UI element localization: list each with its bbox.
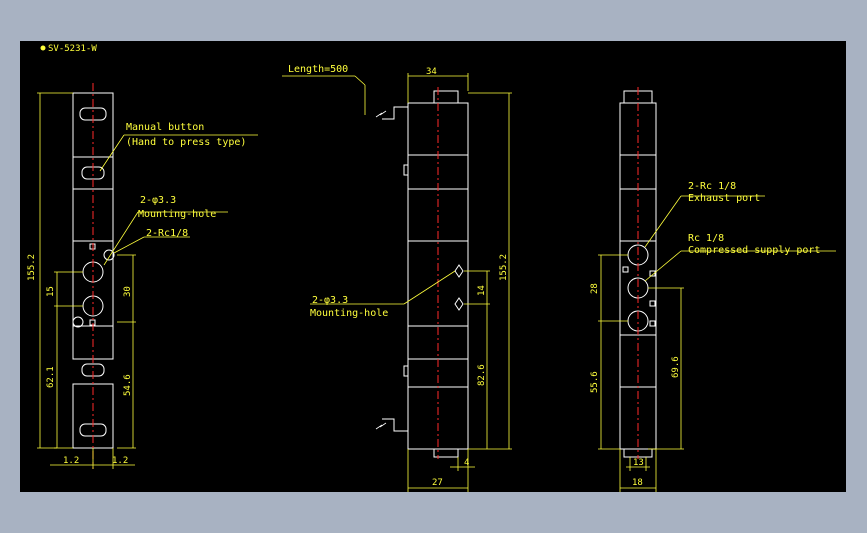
dim-82-6: 82.6 — [477, 364, 487, 386]
length-label: Length=500 — [288, 64, 348, 75]
exhaust-qty: 2-Rc 1/8 — [688, 181, 736, 192]
dim-34: 34 — [426, 67, 437, 77]
dim-15: 15 — [46, 286, 56, 297]
dim-27: 27 — [432, 478, 443, 488]
dim-55-6: 55.6 — [590, 371, 600, 393]
dim-28: 28 — [590, 283, 600, 294]
front-dims — [37, 92, 258, 469]
front-mount-hole-lower — [72, 316, 84, 328]
front-mount-hole-upper — [103, 249, 115, 261]
drawing-title: SV-5231-W — [48, 44, 97, 54]
side-holes-qty: 2-φ3.3 — [312, 295, 348, 306]
dim-18: 18 — [632, 478, 643, 488]
dim-1-2-left: 1.2 — [63, 456, 79, 466]
side-cable-bottom — [382, 418, 408, 432]
side-holes-label: Mounting-hole — [310, 308, 388, 319]
supply-qty: Rc 1/8 — [688, 233, 724, 244]
cad-drawing: SV-5231-W — [27, 44, 836, 492]
dim-30: 30 — [123, 286, 133, 297]
dim-4: 4 — [464, 458, 469, 468]
dim-155-2-front: 155.2 — [27, 254, 37, 281]
dim-69-6: 69.6 — [671, 356, 681, 378]
dim-13: 13 — [633, 458, 644, 468]
dim-1-2-right: 1.2 — [112, 456, 128, 466]
front-holes-qty: 2-φ3.3 — [140, 195, 176, 206]
dim-14: 14 — [477, 285, 487, 296]
manual-button-label: Manual button — [126, 122, 204, 133]
side-mount-hole-upper — [454, 264, 464, 278]
dim-155-2-side: 155.2 — [499, 254, 509, 281]
drawing-frame: SV-5231-W — [20, 41, 846, 492]
side-view — [375, 90, 469, 458]
front-holes-label: Mounting-hole — [138, 209, 216, 220]
manual-button-note: (Hand to press type) — [126, 137, 246, 148]
side-bottom-cap — [433, 448, 459, 458]
side-cable-top — [382, 106, 408, 120]
end-dims — [598, 195, 836, 492]
exhaust-label: Exhaust port — [688, 193, 760, 204]
dim-54-6: 54.6 — [123, 374, 133, 396]
side-dims — [282, 73, 512, 492]
dim-62-1: 62.1 — [46, 366, 56, 388]
front-port-label: 2-Rc1/8 — [146, 228, 188, 239]
title-bullet — [40, 45, 46, 51]
side-mount-hole-lower — [454, 297, 464, 311]
supply-label: Compressed supply port — [688, 245, 820, 256]
